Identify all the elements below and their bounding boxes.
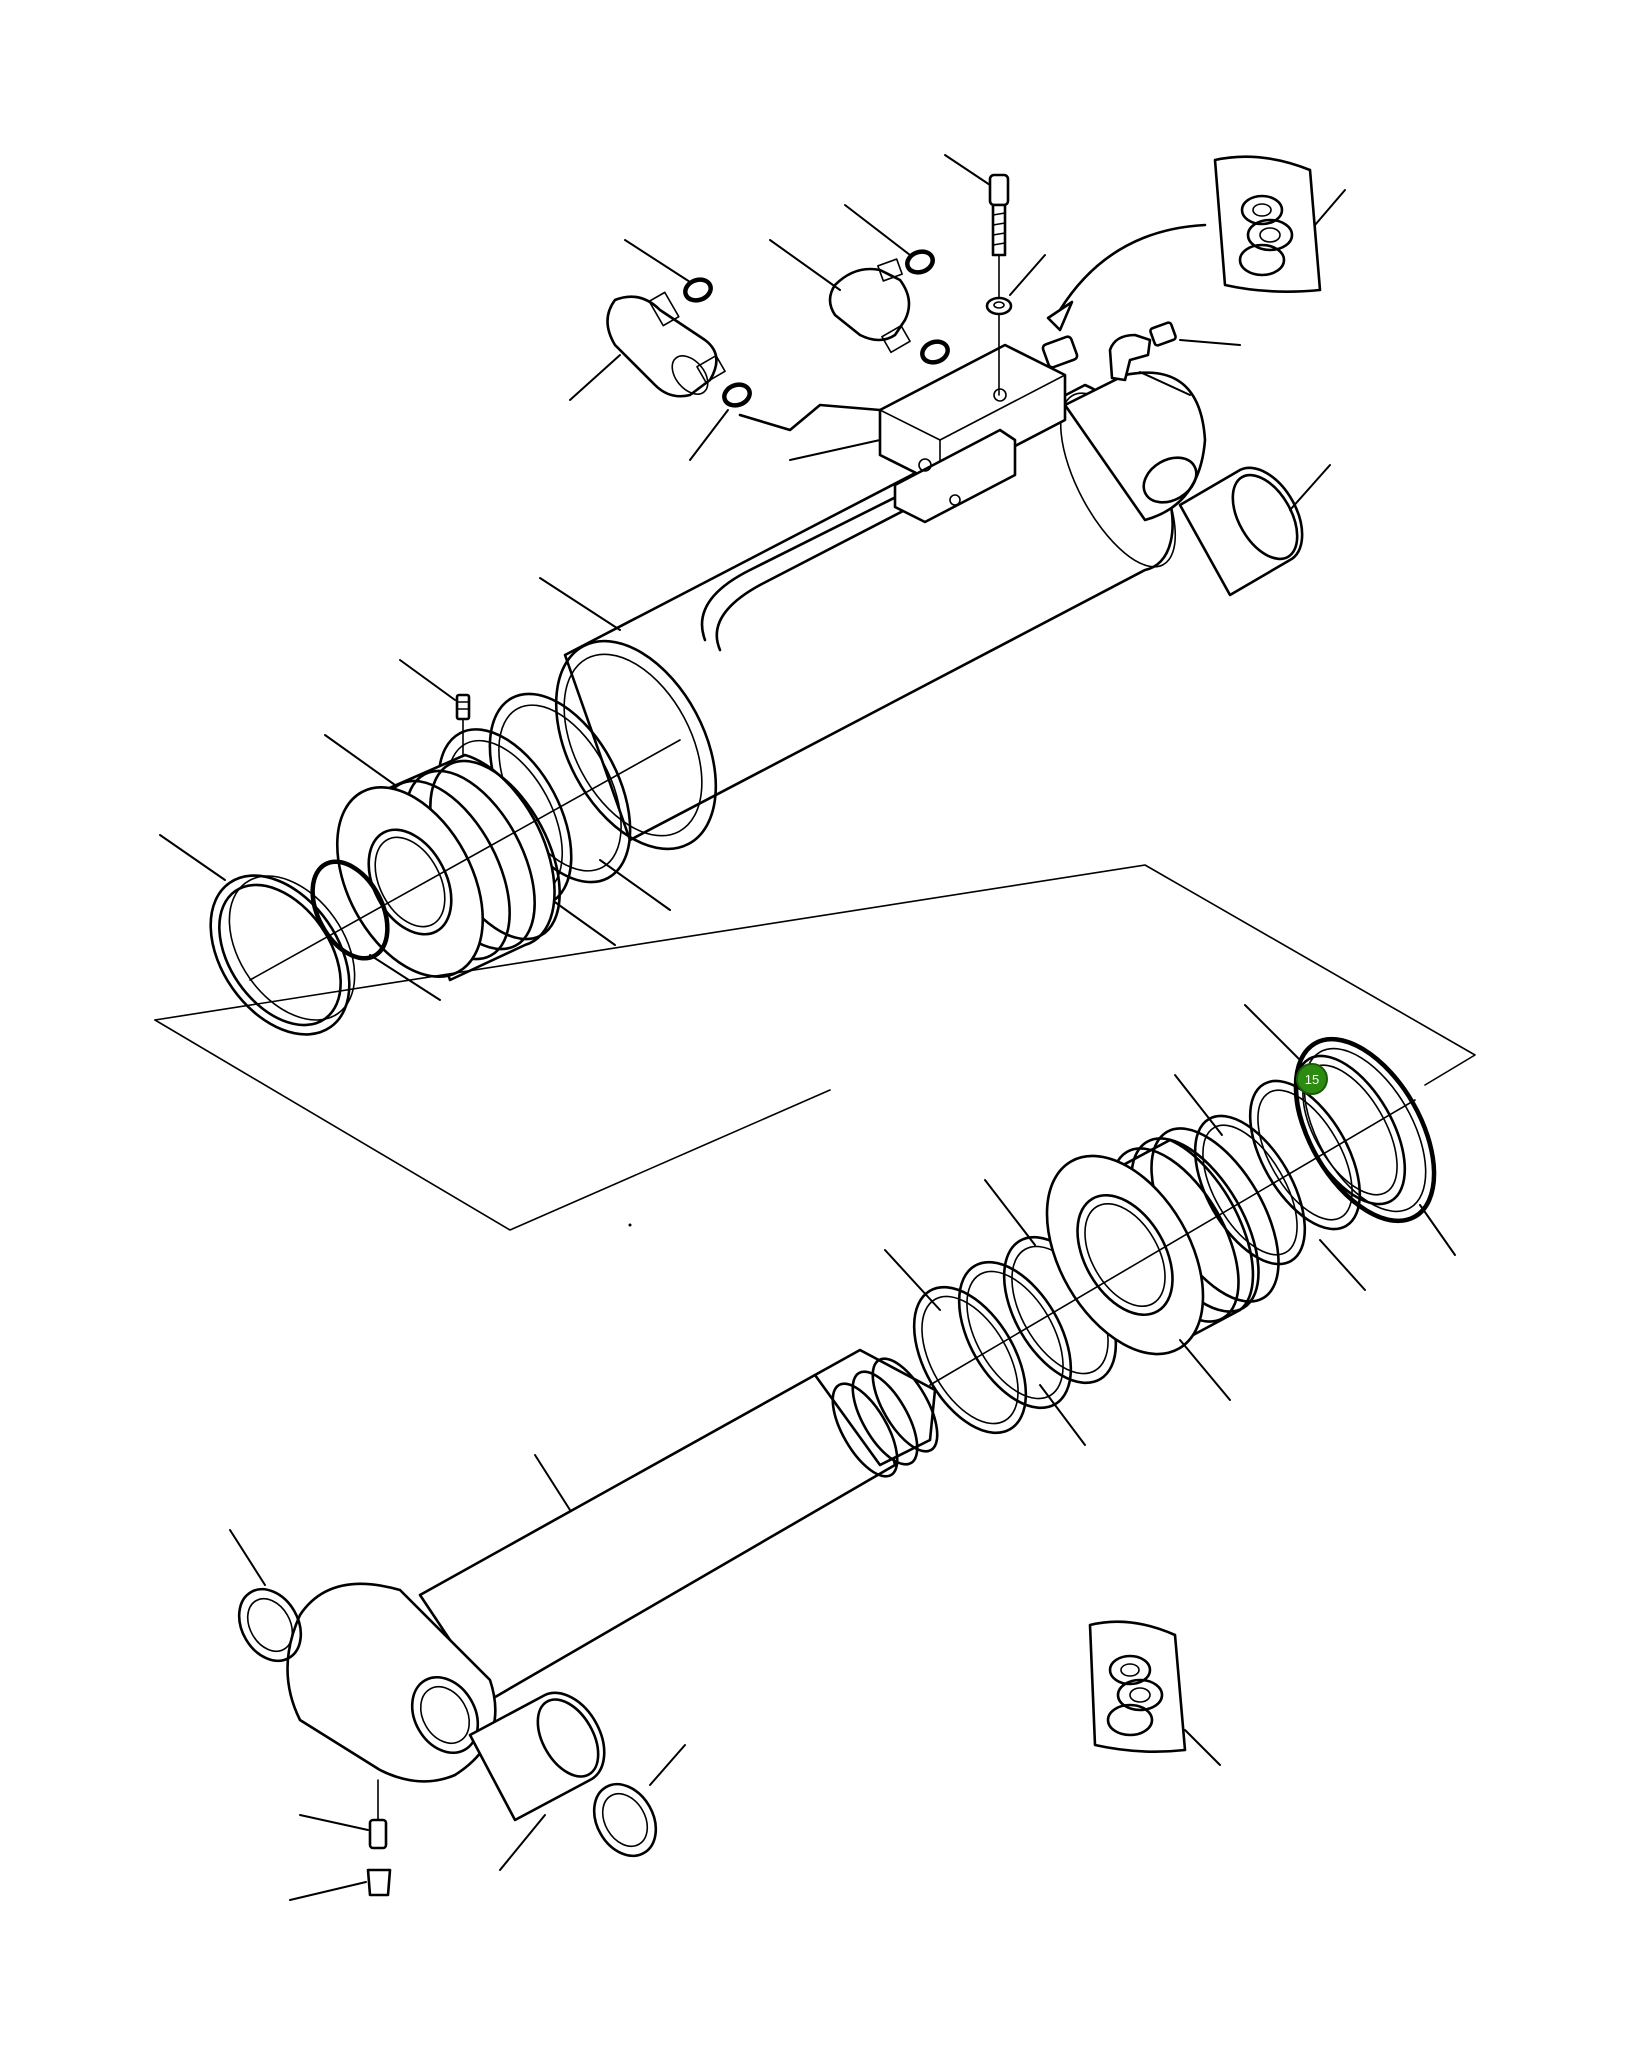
cap-plug[interactable] [1149,321,1241,347]
elbow-fitting-small[interactable] [1108,333,1191,396]
o-ring-middle-lower[interactable] [919,338,950,366]
grease-nipple-cap[interactable] [289,1868,392,1901]
fitting-connector-line [738,403,882,432]
piston[interactable] [1015,1108,1305,1401]
assembly-boundary-lower [154,1019,831,1231]
upper-axis-line [249,739,681,981]
gland-o-ring[interactable] [297,849,441,1001]
cylinder-head-gland[interactable] [307,734,586,1001]
o-ring-middle-upper[interactable] [844,204,936,276]
callout-15-circle [1296,1063,1328,1095]
lower-axis-line [929,1099,1416,1386]
piston-seal-ring-2[interactable] [1228,1063,1383,1291]
valve-block[interactable] [789,343,1067,524]
elbow-fitting-left[interactable] [569,291,726,401]
set-screw[interactable] [399,659,471,781]
callout-15-label: 15 [1305,1072,1319,1087]
piston-seal-ring-1[interactable] [1173,1074,1328,1282]
rod-eye[interactable] [286,1582,497,1783]
wiper-ring[interactable] [159,834,380,1060]
callout-15-marker[interactable]: 15 [1296,1063,1328,1095]
rod-eye-bushing[interactable] [468,1689,611,1871]
stray-dot [628,1223,632,1227]
o-ring-left-lower[interactable] [689,381,753,461]
straight-adapter[interactable] [1041,335,1079,369]
grease-nipple[interactable] [299,1779,388,1850]
elbow-fitting-middle[interactable] [769,239,911,354]
barrel-bushing[interactable] [1178,464,1331,597]
bolt[interactable] [944,154,1010,396]
o-ring-left-upper[interactable] [624,239,714,304]
rod-seal-ring-1[interactable] [884,1249,1049,1452]
rod-eye-seal-left[interactable] [227,1529,313,1672]
assembly-boundary-upper [154,864,1476,1086]
rod-eye-seal-right[interactable] [582,1744,686,1867]
seal-kit-bag-lower[interactable] [1088,1620,1221,1766]
piston-rod[interactable] [418,1348,950,1702]
seal-kit-bag-upper[interactable] [1046,155,1346,332]
washer[interactable] [985,254,1046,316]
barrel-eye-clevis[interactable] [1063,371,1207,522]
